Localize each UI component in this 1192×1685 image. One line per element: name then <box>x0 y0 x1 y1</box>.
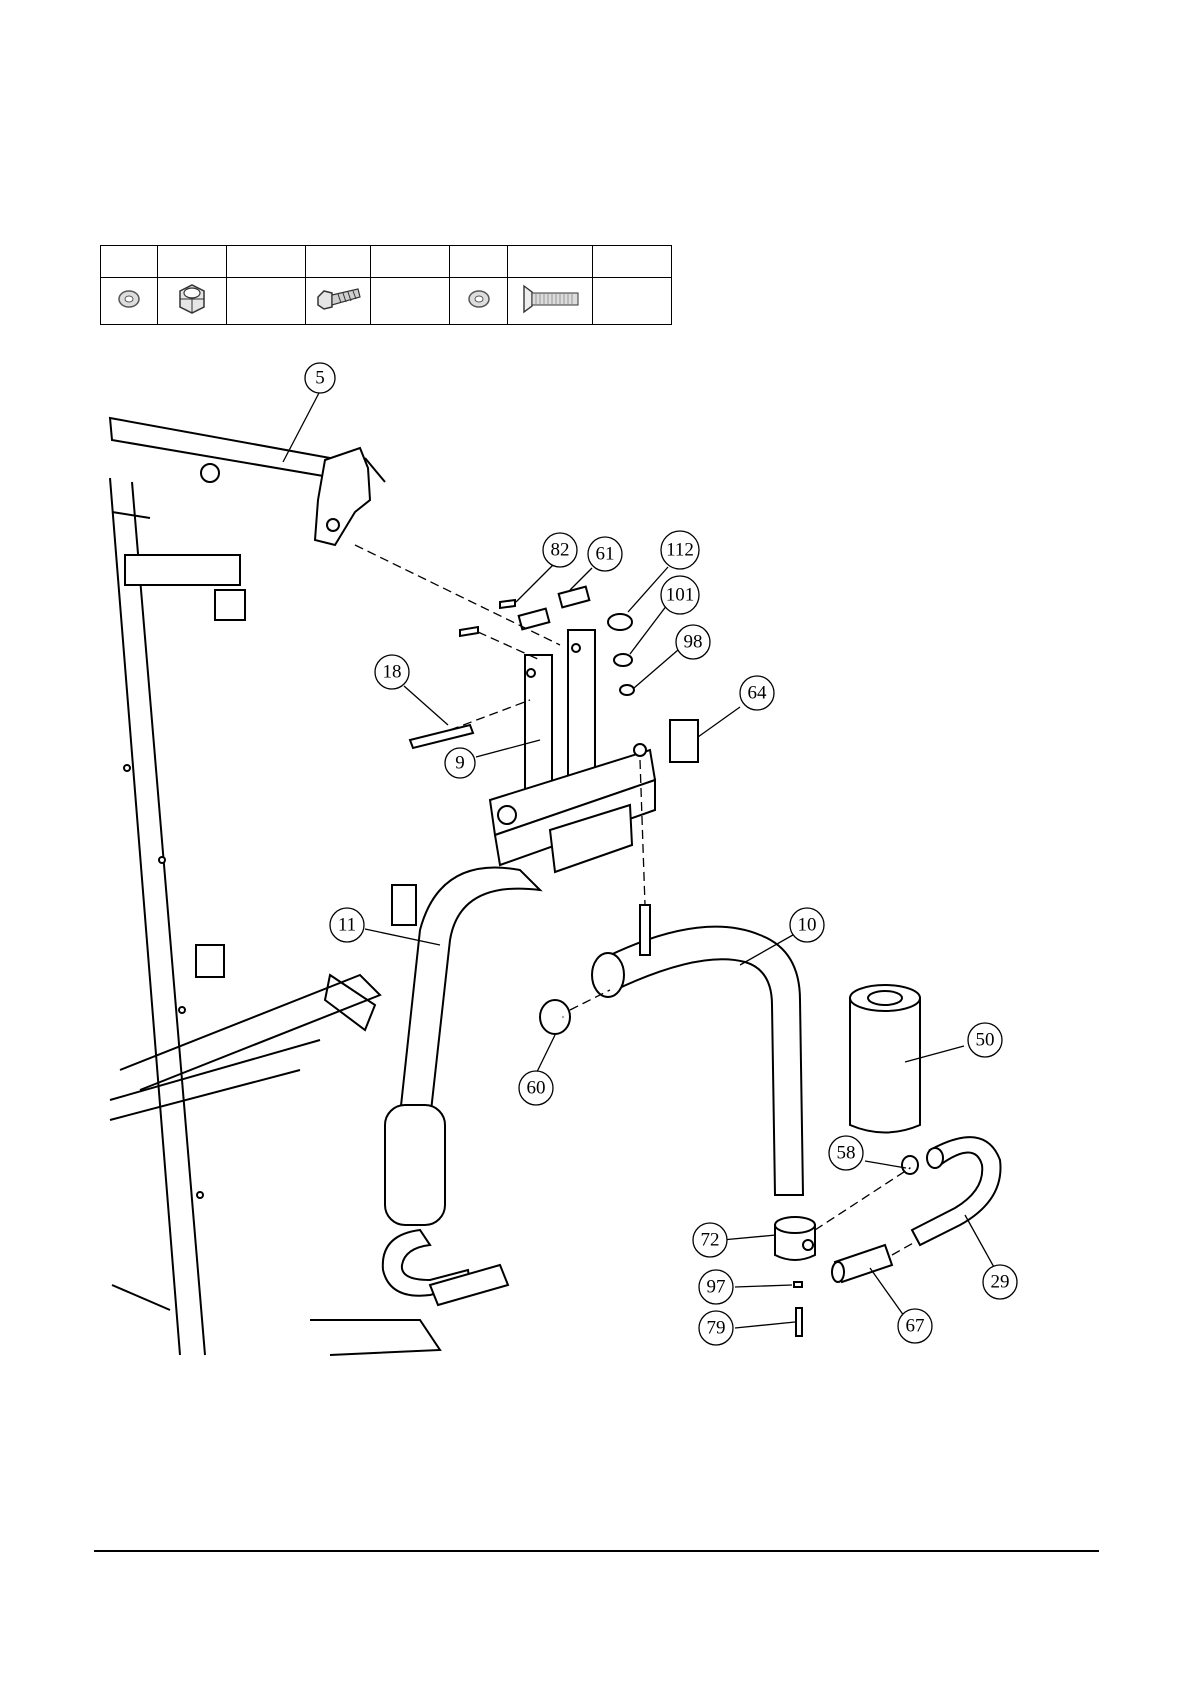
part-50-foam-roller <box>850 985 920 1133</box>
part-72-collar <box>775 1217 815 1260</box>
hardware-table-header-cell <box>593 246 672 278</box>
callout-9: 9 <box>445 748 475 778</box>
svg-text:67: 67 <box>906 1316 925 1337</box>
svg-text:61: 61 <box>596 544 615 565</box>
callout-11: 11 <box>330 908 364 942</box>
empty-cell <box>371 278 450 325</box>
callout-101: 101 <box>661 576 699 614</box>
callout-67: 67 <box>898 1309 932 1343</box>
svg-text:5: 5 <box>315 368 325 389</box>
callout-61: 61 <box>588 537 622 571</box>
callout-72: 72 <box>693 1223 727 1257</box>
part-67-grip <box>832 1245 892 1282</box>
footer-rule <box>94 1550 1099 1552</box>
svg-text:58: 58 <box>837 1143 856 1164</box>
svg-text:98: 98 <box>684 632 703 653</box>
hardware-table-header-cell <box>371 246 450 278</box>
part-29-handle <box>902 1137 1001 1245</box>
hardware-table-header-cell <box>227 246 306 278</box>
hardware-table-header-cell <box>508 246 593 278</box>
part-9-bracket <box>490 630 655 872</box>
empty-cell <box>593 278 672 325</box>
hardware-table-header-cell <box>158 246 227 278</box>
callout-50: 50 <box>968 1023 1002 1057</box>
washer-icon <box>101 278 158 325</box>
callout-5: 5 <box>305 363 335 393</box>
callout-82: 82 <box>543 533 577 567</box>
part-10-right-tube <box>540 905 803 1195</box>
callout-97: 97 <box>699 1270 733 1304</box>
svg-text:64: 64 <box>748 683 768 704</box>
svg-text:18: 18 <box>383 662 402 683</box>
hardware-table-header-cell <box>306 246 371 278</box>
svg-text:50: 50 <box>976 1030 995 1051</box>
callout-112: 112 <box>661 531 699 569</box>
svg-text:10: 10 <box>798 915 817 936</box>
hardware-table-header-cell <box>450 246 508 278</box>
empty-cell <box>227 278 306 325</box>
callout-64: 64 <box>740 676 774 710</box>
svg-text:9: 9 <box>455 753 465 774</box>
svg-text:112: 112 <box>666 540 694 561</box>
callout-98: 98 <box>676 625 710 659</box>
callout-79: 79 <box>699 1311 733 1345</box>
svg-text:79: 79 <box>707 1318 726 1339</box>
callout-29: 29 <box>983 1265 1017 1299</box>
callout-58: 58 <box>829 1136 863 1170</box>
hardware-table-header-cell <box>101 246 158 278</box>
flat-head-screw-icon <box>508 278 593 325</box>
callout-10: 10 <box>790 908 824 942</box>
svg-text:11: 11 <box>338 915 356 936</box>
svg-text:29: 29 <box>991 1272 1010 1293</box>
svg-text:82: 82 <box>551 540 570 561</box>
svg-text:60: 60 <box>527 1078 546 1099</box>
part-11-left-tube <box>383 868 540 1306</box>
washer-icon <box>450 278 508 325</box>
callout-60: 60 <box>519 1071 553 1105</box>
hardware-table-icon-row <box>101 278 672 325</box>
svg-text:72: 72 <box>701 1230 720 1251</box>
callout-18: 18 <box>375 655 409 689</box>
nylon-nut-icon <box>158 278 227 325</box>
svg-text:101: 101 <box>666 585 695 606</box>
svg-text:97: 97 <box>707 1277 726 1298</box>
hardware-table <box>100 245 672 325</box>
part-5-top-arm <box>315 448 385 545</box>
hardware-table-header-row <box>101 246 672 278</box>
hex-bolt-icon <box>306 278 371 325</box>
